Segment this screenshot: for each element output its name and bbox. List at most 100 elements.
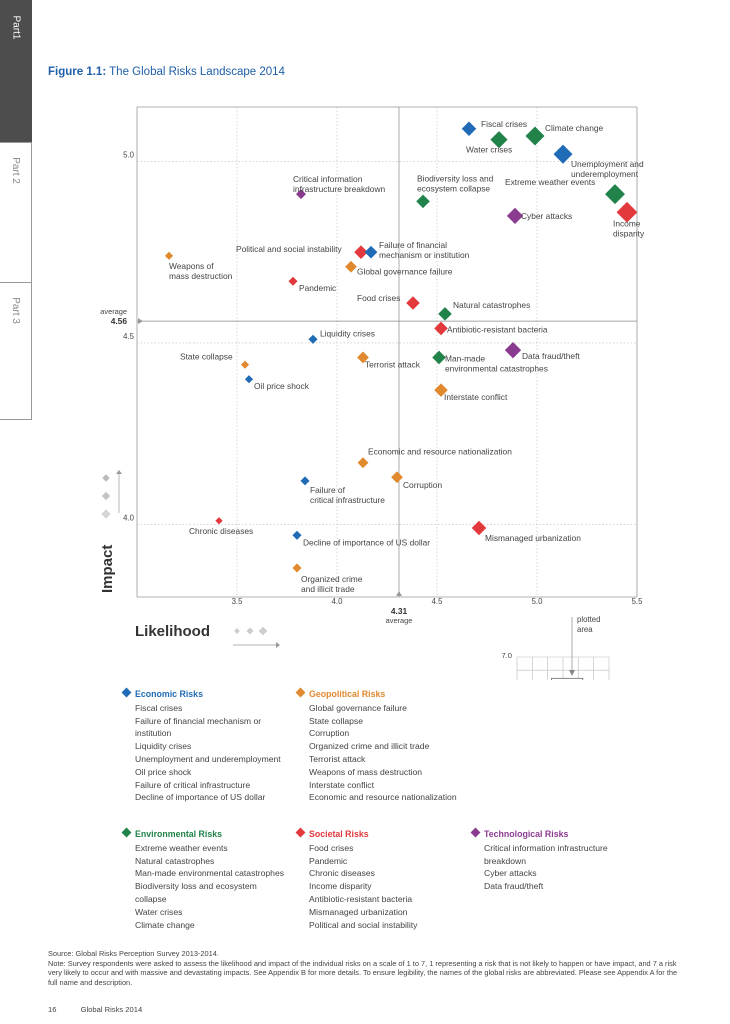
- legend-item: Extreme weather events: [135, 842, 228, 853]
- chart-notes: Source: Global Risks Perception Survey 2…: [48, 949, 688, 987]
- y-tick-label: 5.0: [123, 150, 135, 159]
- risk-label: Extreme weather events: [505, 177, 595, 187]
- risk-point-20: [357, 351, 369, 364]
- risk-label: disparity: [613, 228, 645, 238]
- risk-label: and illicit trade: [301, 584, 355, 594]
- page-footer: 16 Global Risks 2014: [48, 1005, 164, 1014]
- risk-label: Natural catastrophes: [453, 300, 530, 310]
- inset-pointer-head: [569, 670, 575, 676]
- method-note: Note: Survey respondents were asked to a…: [48, 958, 678, 987]
- risk-label: Weapons of: [169, 261, 214, 271]
- y-size-key-diamond: [102, 474, 110, 482]
- risk-label: mass destruction: [169, 271, 233, 281]
- y-tick-label: 4.0: [123, 513, 135, 522]
- legend-geopolitical: Geopolitical Risks Global governance fai…: [295, 687, 479, 804]
- legend-item: Cyber attacks: [484, 868, 537, 879]
- risk-point-18: [504, 342, 522, 359]
- risk-point-6: [605, 184, 625, 205]
- risk-label: underemployment: [571, 169, 639, 179]
- x-tick-label: 4.0: [332, 597, 344, 606]
- legend-item: Decline of importance of US dollar: [135, 792, 266, 803]
- legend-economic-title: Economic Risks: [121, 687, 305, 701]
- legend-environmental: Environmental Risks Extreme weather even…: [121, 827, 305, 932]
- risk-label: infrastructure breakdown: [293, 184, 386, 194]
- legend-item: Liquidity crises: [135, 741, 192, 752]
- risk-label: State collapse: [180, 352, 233, 362]
- legend-item: Natural catastrophes: [135, 855, 215, 866]
- legend-item: Economic and resource nationalization: [309, 792, 457, 803]
- page-number: 16: [48, 1005, 57, 1014]
- legend-item: Political and social instability: [309, 919, 418, 930]
- risk-label: Global governance failure: [357, 267, 453, 277]
- legend-item: Water crises: [135, 906, 183, 917]
- inset-label: area: [577, 625, 593, 634]
- y-tick-label: 4.5: [123, 332, 135, 341]
- legend-geopolitical-title: Geopolitical Risks: [295, 687, 479, 701]
- size-key-diamond: [234, 628, 240, 634]
- legend-item: breakdown: [484, 855, 527, 866]
- legend-item: Chronic diseases: [309, 868, 375, 879]
- x-tick-label: 3.5: [232, 597, 244, 606]
- legend-item: Failure of financial mechanism or: [135, 715, 262, 726]
- risk-point-5: [416, 194, 430, 209]
- y-size-arrowhead: [116, 470, 122, 474]
- legend-technological: Technological Risks Critical information…: [470, 827, 654, 893]
- risk-label: Pandemic: [299, 283, 336, 293]
- legend-societal-title: Societal Risks: [295, 827, 479, 841]
- y-size-key-diamond: [101, 491, 111, 501]
- economic-diamond-icon: [121, 687, 132, 698]
- risk-label: ecosystem collapse: [417, 183, 490, 193]
- risk-point-9: [164, 251, 174, 260]
- figure-title: Figure 1.1: The Global Risks Landscape 2…: [48, 66, 285, 78]
- risk-point-16: [434, 321, 448, 336]
- legend-item: Unemployment and underemployment: [135, 753, 281, 764]
- risk-point-2: [490, 131, 508, 149]
- x-axis-title: Likelihood: [135, 623, 210, 640]
- legend-technological-title: Technological Risks: [470, 827, 654, 841]
- legend-item: Corruption: [309, 728, 350, 739]
- source-note: Source: Global Risks Perception Survey 2…: [48, 949, 219, 958]
- risk-label: environmental catastrophes: [445, 363, 548, 373]
- risk-point-23: [434, 383, 448, 397]
- risk-point-19: [240, 360, 250, 369]
- legend-item: Food crises: [309, 842, 354, 853]
- legend-item: Interstate conflict: [309, 779, 374, 790]
- risk-label: Food crises: [357, 293, 400, 303]
- risk-label: Political and social instability: [236, 244, 342, 254]
- inset-y-max: 7.0: [501, 651, 512, 660]
- risk-point-17: [308, 334, 318, 344]
- legend-item: Global governance failure: [309, 702, 407, 713]
- risk-label: Liquidity crises: [320, 328, 375, 338]
- risk-point-11: [364, 245, 378, 259]
- risk-label: Decline of importance of US dollar: [303, 537, 430, 547]
- risk-point-15: [438, 307, 452, 321]
- figure-title-text: The Global Risks Landscape 2014: [109, 66, 285, 78]
- risk-label: Cyber attacks: [521, 211, 572, 221]
- tab-part-3[interactable]: Part 3: [0, 283, 32, 420]
- inset-label: plotted: [577, 615, 600, 624]
- risk-point-30: [292, 563, 302, 573]
- legend-item: State collapse: [309, 715, 363, 726]
- tab-part-2[interactable]: Part 2: [0, 143, 32, 283]
- size-key-diamond: [246, 627, 254, 635]
- legend-environmental-title: Environmental Risks: [121, 827, 305, 841]
- risk-label: Terrorist attack: [365, 359, 421, 369]
- legend-item: Biodiversity loss and ecosystem: [135, 881, 257, 892]
- tab-part-1[interactable]: Part1: [0, 0, 32, 143]
- y-average-label: average: [100, 307, 127, 316]
- risk-point-10: [354, 245, 368, 259]
- legend-item: Data fraud/theft: [484, 881, 544, 892]
- legend-item: Man-made environmental catastrophes: [135, 868, 285, 879]
- side-tabs: Part1 Part 2 Part 3: [0, 0, 32, 420]
- risk-label: critical infrastructure: [310, 495, 385, 505]
- legend-item: Climate change: [135, 919, 195, 930]
- legend-item: institution: [135, 728, 172, 739]
- y-axis-title: Impact: [99, 545, 116, 593]
- legend-item: Failure of critical infrastructure: [135, 779, 251, 790]
- risk-label: Unemployment and: [571, 159, 644, 169]
- figure-title-prefix: Figure 1.1:: [48, 66, 107, 78]
